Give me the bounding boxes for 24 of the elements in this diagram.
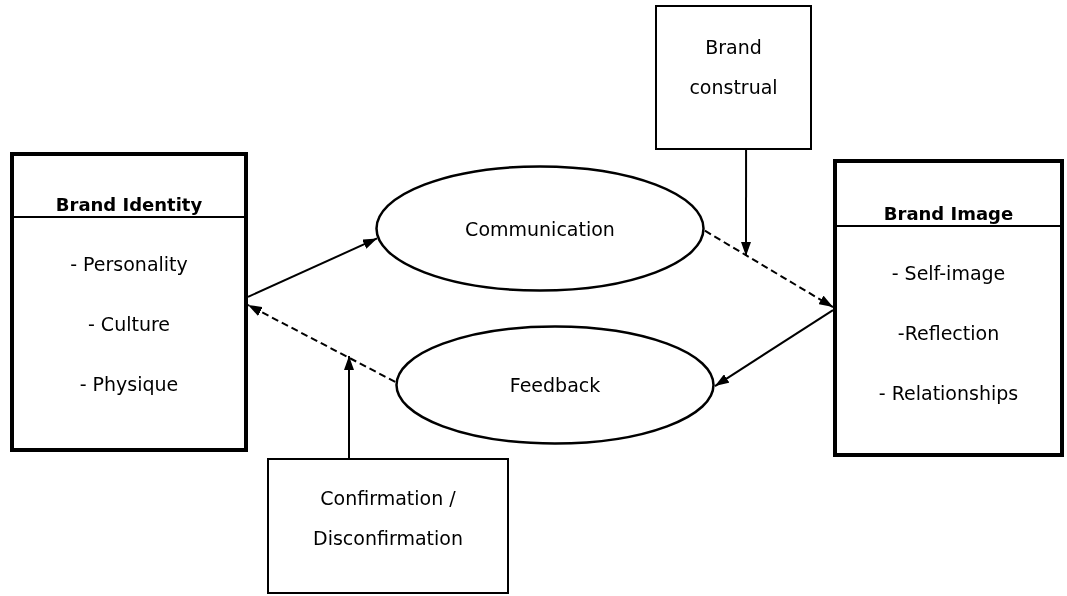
list-item: - Relationships [877, 381, 1020, 406]
box-label: Confirmation / Disconfirmation [312, 486, 464, 551]
list-box [10, 152, 248, 452]
box-label: Brand construal [688, 35, 779, 100]
process-ellipse [375, 165, 705, 292]
process-ellipse [395, 325, 715, 445]
arrow [703, 229, 834, 309]
text-box [267, 458, 509, 594]
list-box [833, 159, 1064, 457]
ellipse-label: Feedback [509, 374, 601, 396]
box-heading: Brand Identity [55, 194, 203, 215]
arrow [741, 149, 751, 257]
arrow [247, 304, 397, 383]
arrow [247, 237, 379, 298]
list-item: - Physique [78, 372, 180, 397]
arrow [714, 309, 834, 388]
list-item: - Personality [69, 252, 189, 277]
text-box [655, 5, 812, 150]
box-heading: Brand Image [883, 203, 1014, 224]
arrow [344, 355, 354, 459]
list-item: - Self-image [890, 261, 1007, 286]
list-item: -Reflection [896, 321, 1001, 346]
ellipse-label: Communication [465, 217, 615, 240]
list-item: - Culture [86, 312, 172, 337]
